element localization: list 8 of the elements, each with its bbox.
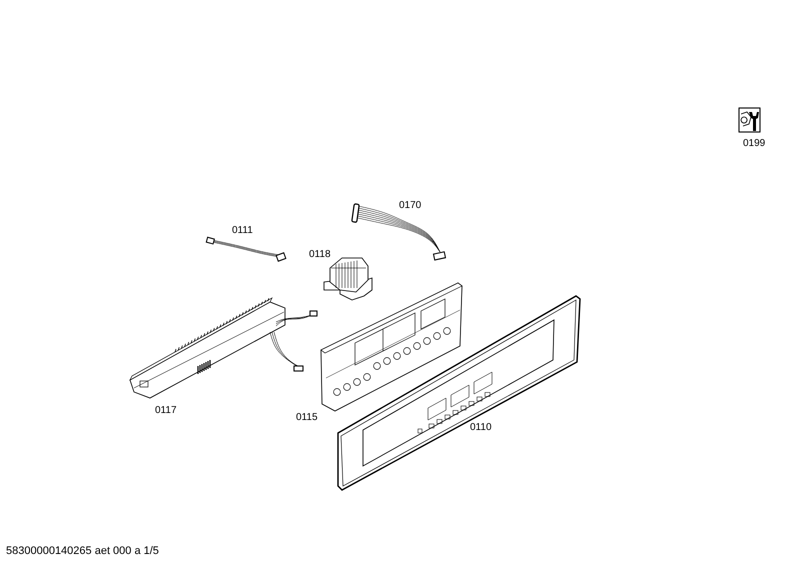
callout-number: 0117 [155,405,177,417]
callout-number: 0111 [232,225,253,237]
callout-number: 0199 [743,138,766,150]
callout-number: 0118 [309,249,331,261]
callout-number: 0170 [399,200,422,212]
callout-number: 0115 [296,412,318,424]
callout-number: 0110 [470,422,492,434]
footer-note: 58300000140265 aet 000 a 1/5 [6,545,159,557]
